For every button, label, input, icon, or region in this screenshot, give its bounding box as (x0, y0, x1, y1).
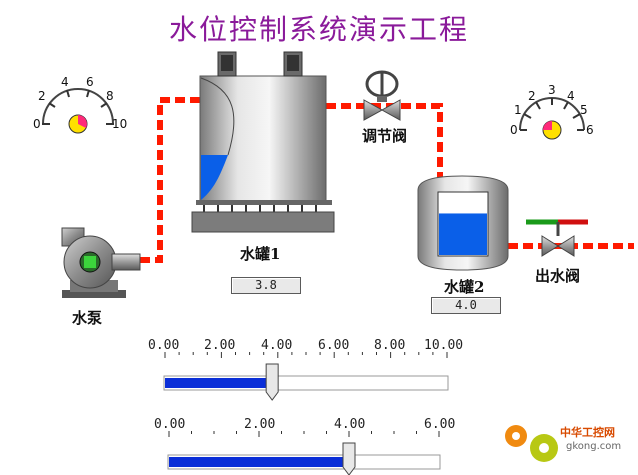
right-gauge-tick-2: 2 (528, 89, 536, 103)
slider-1-fill (165, 378, 273, 388)
left-gauge-tick-1: 2 (38, 89, 46, 103)
tank2-level-readout: 4.0 (431, 297, 501, 314)
right-gauge-tick-3: 3 (548, 83, 556, 97)
pump-label: 水泵 (72, 309, 103, 327)
slider-2-label-2: 4.00 (334, 417, 366, 432)
slider-2-ticks (168, 431, 440, 437)
outlet-valve[interactable] (526, 219, 588, 257)
left-gauge-tick-3: 6 (86, 75, 94, 89)
slider-1[interactable] (163, 352, 449, 401)
watermark-url: gkong.com (566, 441, 622, 452)
pipe-pump-to-tank1 (140, 97, 200, 263)
tank2-water (439, 213, 487, 255)
tank1-water (201, 155, 228, 200)
slider-1-label-5: 10.00 (424, 338, 464, 353)
left-gauge-tick-5: 10 (112, 117, 127, 131)
control-valve-label: 调节阀 (362, 127, 408, 145)
left-gauge: 0 2 4 6 8 10 (33, 75, 127, 134)
tank1 (191, 51, 335, 233)
right-gauge-tick-0: 0 (510, 123, 518, 137)
outlet-valve-label: 出水阀 (535, 267, 581, 285)
left-gauge-tick-2: 4 (61, 75, 69, 89)
slider-2-label-1: 2.00 (244, 417, 276, 432)
right-gauge-tick-1: 1 (514, 103, 522, 117)
left-gauge-tick-0: 0 (33, 117, 41, 131)
slider-2-label-0: 0.00 (154, 417, 186, 432)
tank1-label: 水罐1 (240, 245, 281, 263)
control-valve[interactable] (363, 70, 401, 121)
slider-1-ticks (164, 352, 448, 358)
left-gauge-tick-4: 8 (106, 89, 114, 103)
right-gauge-tick-6: 6 (586, 123, 594, 137)
slider-1-thumb (265, 363, 279, 401)
right-gauge: 0 1 2 3 4 5 6 (510, 83, 594, 140)
slider-1-label-2: 4.00 (261, 338, 293, 353)
slider-2-thumb (342, 442, 356, 475)
slider-1-label-0: 0.00 (148, 338, 180, 353)
tank2 (417, 175, 509, 271)
slider-2-fill (169, 457, 349, 467)
tank1-level-readout: 3.8 (231, 277, 301, 294)
pump (61, 227, 141, 298)
slider-1-label-1: 2.00 (204, 338, 236, 353)
watermark-brand: 中华工控网 (560, 426, 615, 439)
page-title: 水位控制系统演示工程 (168, 13, 469, 46)
slider-1-label-3: 6.00 (318, 338, 350, 353)
slider-2[interactable] (167, 431, 441, 475)
slider-2-label-3: 6.00 (424, 417, 456, 432)
slider-1-label-4: 8.00 (374, 338, 406, 353)
tank2-label: 水罐2 (444, 278, 485, 296)
watermark-logo (505, 425, 558, 462)
right-gauge-tick-5: 5 (580, 103, 588, 117)
right-gauge-tick-4: 4 (567, 89, 575, 103)
